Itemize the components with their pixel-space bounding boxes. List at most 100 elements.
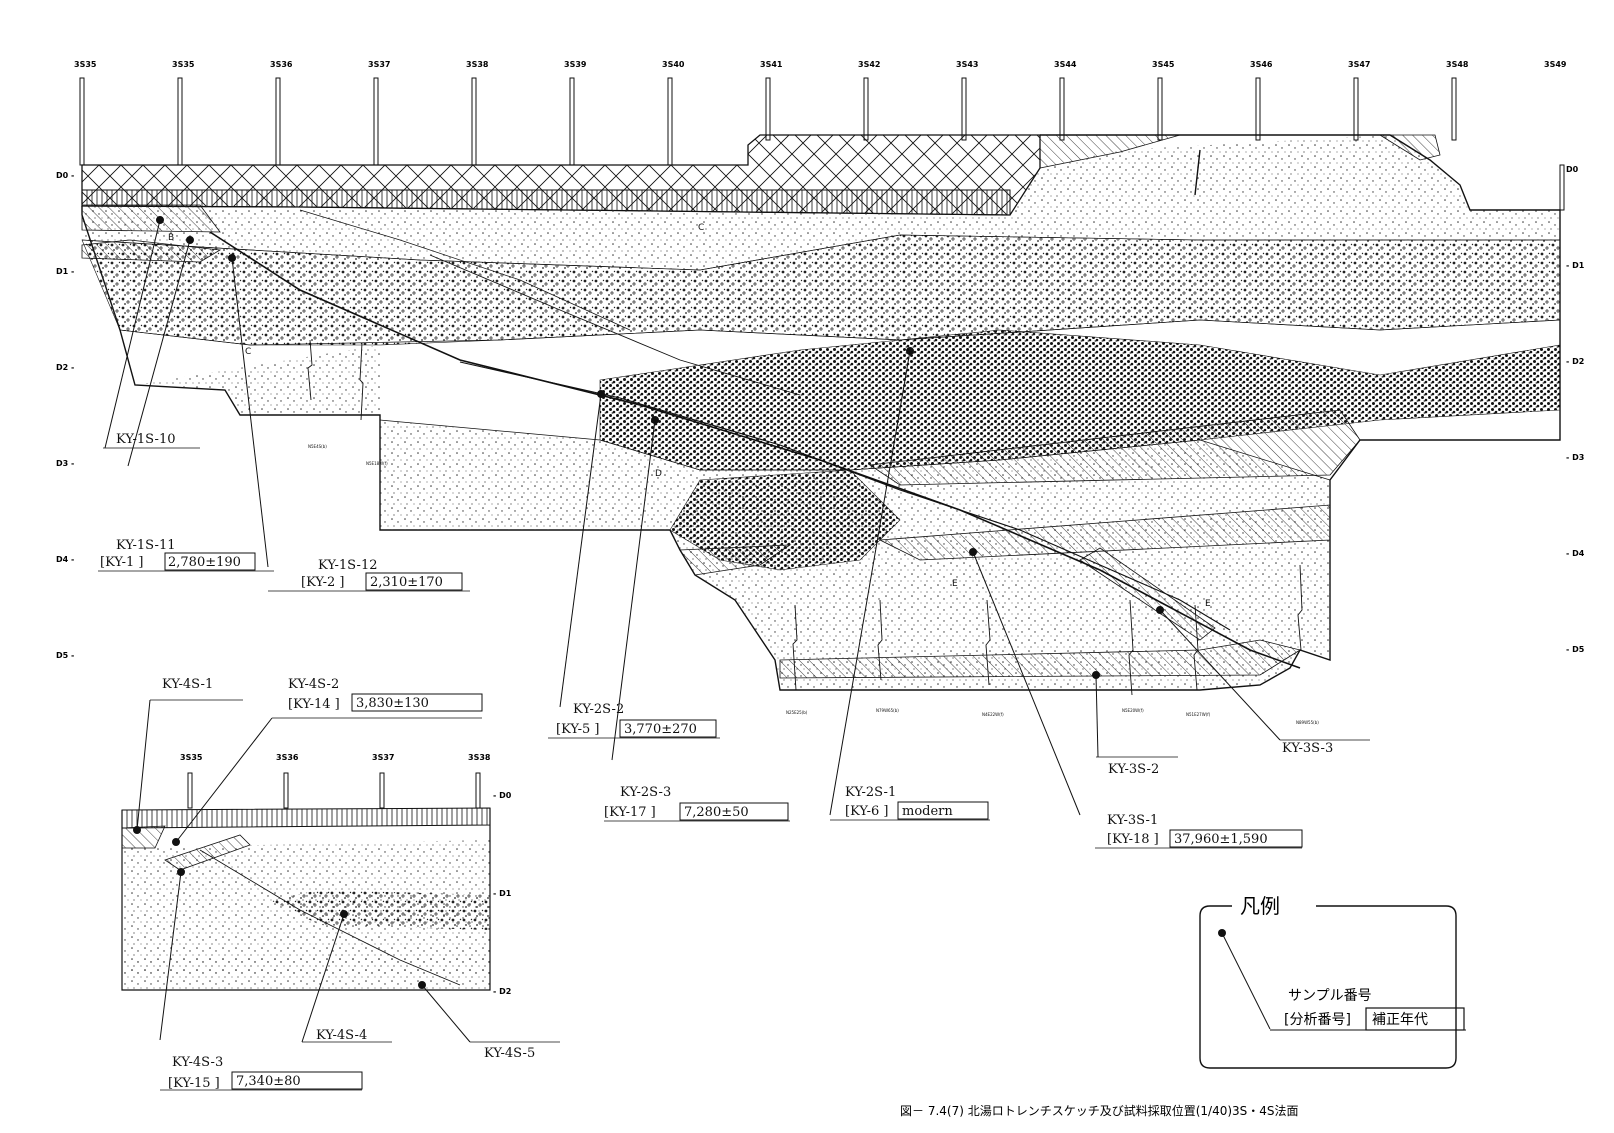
stake-label: 3S46 <box>1250 60 1273 69</box>
fault-line-5 <box>1194 149 1201 196</box>
depth-label-left: D4 - <box>56 555 74 564</box>
sample-label-ky3s2: KY-3S-2 <box>1108 762 1159 777</box>
unit-label: E <box>1205 599 1211 609</box>
stake-post <box>961 77 967 141</box>
age-ky14: 3,830±130 <box>356 696 429 711</box>
stake-label: 3S49 <box>1544 60 1567 69</box>
layer-upper <box>82 135 1560 270</box>
sample-label-ky4s4: KY-4S-4 <box>316 1028 367 1043</box>
hatched-bed-bottom <box>779 639 1302 679</box>
inset-stake-post <box>379 772 385 809</box>
boundary-line-a <box>379 419 1331 481</box>
hatched-bed-lower-left <box>679 544 792 576</box>
analysis-code-ky18: [KY-18 ] <box>1107 832 1159 847</box>
sample-label-ky1s12: KY-1S-12 <box>318 558 378 573</box>
age-ky15: 7,340±80 <box>236 1074 301 1089</box>
fault-line-3 <box>429 254 801 396</box>
inset-stake-label: 3S35 <box>180 753 203 762</box>
stake-label: 3S48 <box>1446 60 1469 69</box>
stake-post <box>1157 77 1163 141</box>
hatched-bed-upper-left <box>81 204 221 233</box>
unit-label: C <box>245 347 251 357</box>
fault-ticks <box>307 339 1303 696</box>
fault-label: N89W55(b) <box>1296 720 1319 725</box>
stake-post <box>1255 77 1261 141</box>
inset-stake-post <box>283 772 289 809</box>
hatched-bed-mid-right <box>868 409 1361 486</box>
unit-label: E <box>952 579 958 589</box>
analysis-code-ky17: [KY-17 ] <box>604 805 656 820</box>
stake-post <box>569 77 575 166</box>
depth-label-left: D1 - <box>56 267 74 276</box>
sample-label-ky3s1: KY-3S-1 <box>1107 813 1158 828</box>
sample-label-ky4s2: KY-4S-2 <box>288 677 339 692</box>
sample-points <box>104 216 1281 816</box>
sample-label-ky2s2: KY-2S-2 <box>573 702 624 717</box>
stake-label: 3S35 <box>74 60 97 69</box>
depth-label-right: - D2 <box>1566 357 1584 366</box>
inset-layer-gravel-2 <box>122 950 490 975</box>
sample-label-ky2s1: KY-2S-1 <box>845 785 896 800</box>
inset-stake-label: 3S37 <box>372 753 394 762</box>
fault-orientation-labels: N5E4S(b) N5E18W(f) N25E25(b) N79W65(b) N… <box>308 444 1319 725</box>
inset-hatched-left <box>121 825 166 849</box>
fault-label: N25E25(b) <box>786 710 808 715</box>
analysis-code-ky14: [KY-14 ] <box>288 697 340 712</box>
analysis-code-ky1: [KY-1 ] <box>100 555 143 570</box>
unit-label: B <box>168 233 174 243</box>
depth-label-right: - D1 <box>1566 261 1585 270</box>
fault-label: N5E4S(b) <box>308 444 327 449</box>
stake-post <box>177 77 183 166</box>
boundary-line-c <box>119 319 1561 346</box>
hatched-bed-lower-right <box>878 504 1331 561</box>
sample-label-ky4s5: KY-4S-5 <box>484 1046 535 1061</box>
depth-label-right: - D4 <box>1566 549 1585 558</box>
depth-label-left: D0 - <box>56 171 74 180</box>
age-ky18: 37,960±1,590 <box>1174 832 1268 847</box>
stake-post <box>1559 164 1565 211</box>
unit-label: C <box>698 223 704 233</box>
stake-label: 3S42 <box>858 60 880 69</box>
age-ky1: 2,780±190 <box>168 555 241 570</box>
inset-stake-post <box>475 772 481 809</box>
stake-label: 3S43 <box>956 60 978 69</box>
sample-label-ky4s1: KY-4S-1 <box>162 677 213 692</box>
analysis-code-ky6: [KY-6 ] <box>845 804 888 819</box>
stake-post <box>863 77 869 141</box>
legend: 凡例 サンプル番号 [分析番号] 補正年代 <box>1199 894 1466 1069</box>
depth-label-right: - D3 <box>1566 453 1584 462</box>
analysis-code-ky2: [KY-2 ] <box>301 575 344 590</box>
fault-line-2 <box>459 361 1231 631</box>
stake-label: 3S36 <box>270 60 293 69</box>
stake-label: 3S47 <box>1348 60 1370 69</box>
stake-post <box>1353 77 1359 141</box>
depth-label-right: D0 <box>1566 165 1579 174</box>
inset-stake-post <box>187 772 193 809</box>
stake-label: 3S40 <box>662 60 685 69</box>
stake-label: 3S35 <box>172 60 195 69</box>
depth-label-left: D5 - <box>56 651 74 660</box>
legend-corrected-age: 補正年代 <box>1372 1012 1428 1028</box>
inset-sample-points <box>133 699 471 1043</box>
fault-label: N5E20W(f) <box>1122 708 1144 713</box>
inset-fault <box>199 849 461 986</box>
inset-layer-gravel <box>270 890 490 930</box>
sample-label-ky1s11: KY-1S-11 <box>116 538 176 553</box>
unit-letters: C B C D E E <box>168 223 1211 609</box>
inset-depth-label: - D2 <box>493 987 511 996</box>
depth-label-left: D2 - <box>56 363 74 372</box>
inset-depth-labels: - D0- D1- D2 <box>493 791 512 996</box>
stake-label: 3S41 <box>760 60 783 69</box>
stake-label: 3S44 <box>1054 60 1077 69</box>
fault-label: N79W65(b) <box>876 708 899 713</box>
analysis-code-ky15: [KY-15 ] <box>168 1076 220 1091</box>
stake-post <box>79 77 85 166</box>
legend-title: 凡例 <box>1240 894 1280 918</box>
stake-post <box>765 77 771 141</box>
age-ky2: 2,310±170 <box>370 575 443 590</box>
stake-post <box>1059 77 1065 141</box>
unit-label: D <box>655 469 662 479</box>
